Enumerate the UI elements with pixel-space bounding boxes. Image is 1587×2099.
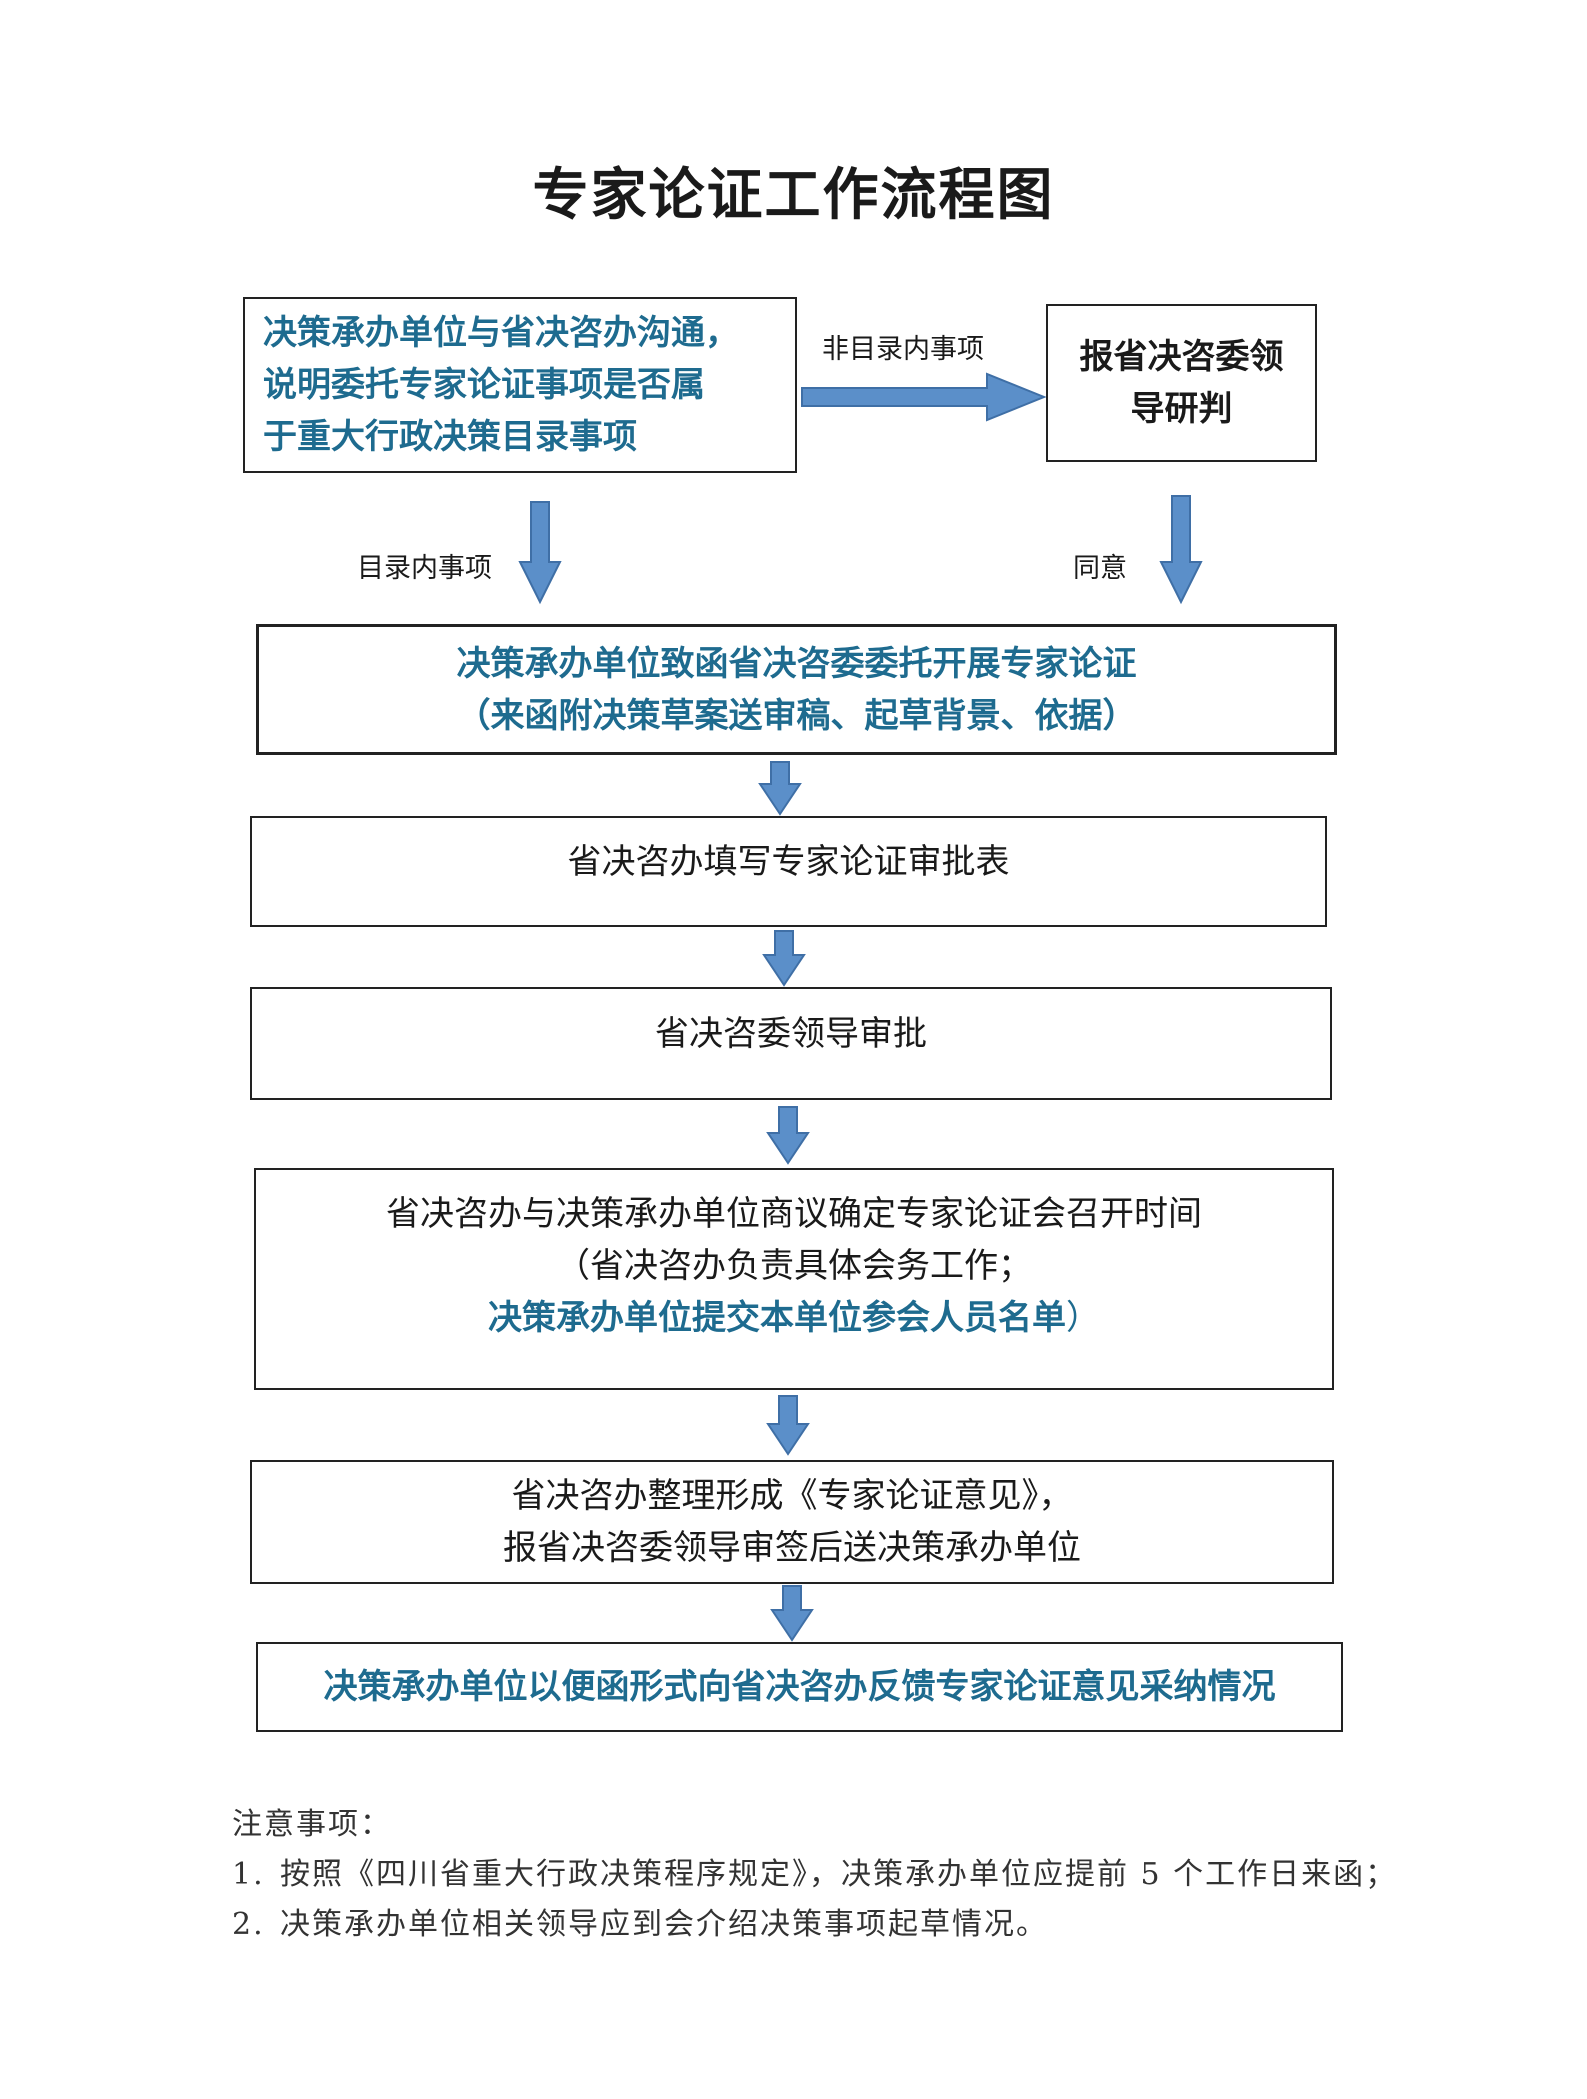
note-item-2: 2. 决策承办单位相关领导应到会介绍决策事项起草情况。	[232, 1900, 1397, 1950]
notes-section: 注意事项： 1. 按照《四川省重大行政决策程序规定》，决策承办单位应提前 5 个工…	[232, 1800, 1397, 1950]
note-item-2-num: 2.	[232, 1907, 265, 1942]
box-fill-approval-form: 省决咨办填写专家论证审批表	[250, 816, 1327, 927]
box-opinion-line-1: 省决咨办整理形成《专家论证意见》，	[511, 1476, 1073, 1516]
box-schedule-line-1: 省决咨办与决策承办单位商议确定专家论证会召开时间	[386, 1194, 1202, 1234]
box-communicate-line-2: 说明委托专家论证事项是否属	[263, 365, 705, 405]
note-item-1: 1. 按照《四川省重大行政决策程序规定》，决策承办单位应提前 5 个工作日来函；	[232, 1850, 1397, 1900]
box-feedback-line-1: 决策承办单位以便函形式向省决咨办反馈专家论证意见采纳情况	[323, 1667, 1276, 1707]
box-schedule-meeting: 省决咨办与决策承办单位商议确定专家论证会召开时间 （省决咨办负责具体会务工作； …	[254, 1168, 1334, 1390]
box-feedback: 决策承办单位以便函形式向省决咨办反馈专家论证意见采纳情况	[256, 1642, 1343, 1732]
box-approve-line-1: 省决咨委领导审批	[655, 1013, 927, 1054]
box-review-line-2: 导研判	[1130, 389, 1233, 429]
box-expert-opinion: 省决咨办整理形成《专家论证意见》， 报省决咨委领导审签后送决策承办单位	[250, 1460, 1334, 1584]
label-not-in-catalog: 非目录内事项	[822, 334, 984, 365]
arrow-down-in-catalog	[518, 501, 562, 605]
arrow-down-agree	[1159, 495, 1203, 605]
page-title: 专家论证工作流程图	[532, 162, 1055, 228]
arrow-down-2	[762, 930, 806, 987]
box-leader-review: 报省决咨委领 导研判	[1046, 304, 1317, 462]
box-communicate-line-3: 于重大行政决策目录事项	[263, 417, 637, 457]
box-entrust-letter: 决策承办单位致函省决咨委委托开展专家论证 （来函附决策草案送审稿、起草背景、依据…	[256, 624, 1337, 755]
box-communicate-line-1: 决策承办单位与省决咨办沟通，	[263, 313, 739, 353]
box-communicate-catalog: 决策承办单位与省决咨办沟通， 说明委托专家论证事项是否属 于重大行政决策目录事项	[243, 297, 797, 473]
arrow-down-1	[758, 761, 802, 816]
box-schedule-line-3-close: ）	[1066, 1298, 1100, 1338]
box-opinion-line-2: 报省决咨委领导审签后送决策承办单位	[503, 1528, 1081, 1568]
notes-heading: 注意事项：	[232, 1807, 392, 1842]
arrow-down-3	[766, 1106, 810, 1165]
label-agree: 同意	[1073, 553, 1127, 584]
box-review-line-1: 报省决咨委领	[1079, 337, 1284, 377]
note-item-1-text: 按照《四川省重大行政决策程序规定》，决策承办单位应提前 5 个工作日来函；	[280, 1857, 1398, 1892]
arrow-right-to-review	[801, 372, 1047, 422]
note-item-2-text: 决策承办单位相关领导应到会介绍决策事项起草情况。	[280, 1907, 1048, 1942]
arrow-down-4	[766, 1395, 810, 1456]
note-item-1-num: 1.	[232, 1857, 265, 1892]
arrow-down-5	[770, 1585, 814, 1642]
box-schedule-line-3-wrap: 决策承办单位提交本单位参会人员名单）	[488, 1292, 1100, 1344]
box-entrust-line-1: 决策承办单位致函省决咨委委托开展专家论证	[456, 643, 1137, 684]
box-entrust-line-2: （来函附决策草案送审稿、起草背景、依据）	[456, 695, 1137, 736]
box-schedule-line-3: 决策承办单位提交本单位参会人员名单	[488, 1298, 1066, 1338]
label-in-catalog: 目录内事项	[357, 553, 492, 584]
box-schedule-line-2: （省决咨办负责具体会务工作；	[556, 1246, 1032, 1286]
box-fill-form-line-1: 省决咨办填写专家论证审批表	[567, 841, 1010, 882]
box-leader-approval: 省决咨委领导审批	[250, 987, 1332, 1100]
